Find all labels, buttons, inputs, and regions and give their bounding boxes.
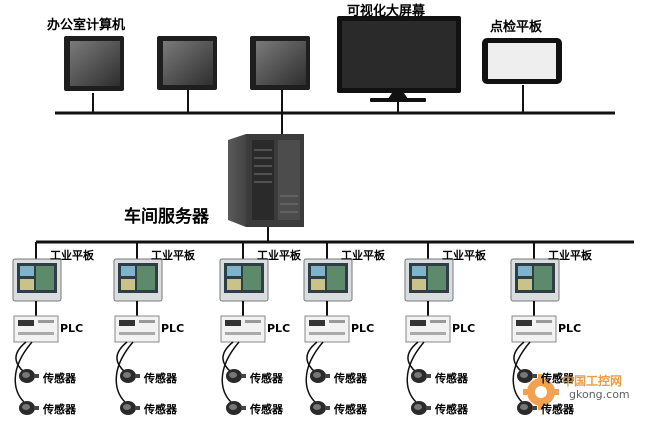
plc-label: PLC xyxy=(267,322,291,335)
industrial-tablet-label: 工业平板 xyxy=(341,249,385,262)
sensor-icon xyxy=(517,369,537,383)
plc-unit xyxy=(220,315,266,343)
sensor-label: 传感器 xyxy=(144,403,177,416)
plc-label: PLC xyxy=(452,322,476,335)
sensor-icon xyxy=(411,369,431,383)
inspection-tablet xyxy=(482,38,562,84)
field-node-5 xyxy=(404,242,454,415)
sensor-icon xyxy=(120,401,140,415)
sensor-label: 传感器 xyxy=(334,372,367,385)
plc-unit xyxy=(304,315,350,343)
plc-label: PLC xyxy=(558,322,582,335)
sensor-icon xyxy=(310,369,330,383)
plc-label: PLC xyxy=(60,322,84,335)
plc-unit xyxy=(114,315,160,343)
industrial-tablet xyxy=(510,258,560,302)
sensor-icon xyxy=(226,369,246,383)
sensor-label: 传感器 xyxy=(250,403,283,416)
server-label: 车间服务器 xyxy=(124,207,209,227)
plc-label: PLC xyxy=(351,322,375,335)
workshop-server xyxy=(228,134,304,227)
industrial-tablet-label: 工业平板 xyxy=(548,249,592,262)
field-node-4 xyxy=(303,242,353,415)
office-computer-2 xyxy=(157,36,217,90)
industrial-tablet xyxy=(303,258,353,302)
sensor-icon xyxy=(120,369,140,383)
watermark-logo xyxy=(523,374,559,410)
sensor-icon xyxy=(19,369,39,383)
sensor-label: 传感器 xyxy=(144,372,177,385)
sensor-icon xyxy=(19,401,39,415)
industrial-tablet-label: 工业平板 xyxy=(151,249,195,262)
industrial-tablet xyxy=(113,258,163,302)
watermark-domain: gkong.com xyxy=(569,388,630,401)
big-screen-label: 可视化大屏幕 xyxy=(347,4,426,19)
sensor-label: 传感器 xyxy=(541,403,574,416)
industrial-tablet xyxy=(219,258,269,302)
watermark-site: 中国工控网 xyxy=(562,374,623,388)
sensor-label: 传感器 xyxy=(435,372,468,385)
big-screen-display xyxy=(337,16,461,102)
plc-label: PLC xyxy=(161,322,185,335)
sensor-label: 传感器 xyxy=(541,372,574,385)
industrial-tablet-label: 工业平板 xyxy=(50,249,94,262)
sensor-icon xyxy=(310,401,330,415)
plc-unit xyxy=(405,315,451,343)
sensor-icon xyxy=(411,401,431,415)
field-node-2 xyxy=(113,242,163,415)
plc-unit xyxy=(511,315,557,343)
sensor-label: 传感器 xyxy=(250,372,283,385)
sensor-label: 传感器 xyxy=(43,372,76,385)
inspection-tablet-label: 点检平板 xyxy=(490,20,543,35)
industrial-tablet-label: 工业平板 xyxy=(257,249,301,262)
sensor-label: 传感器 xyxy=(435,403,468,416)
office-computer-label: 办公室计算机 xyxy=(47,18,126,33)
sensor-label: 传感器 xyxy=(334,403,367,416)
sensor-label: 传感器 xyxy=(43,403,76,416)
sensor-icon xyxy=(226,401,246,415)
sensor-icon xyxy=(517,401,537,415)
industrial-tablet xyxy=(404,258,454,302)
office-computer-3 xyxy=(250,36,310,90)
field-node-6 xyxy=(510,242,560,415)
plc-unit xyxy=(13,315,59,343)
office-computer-1 xyxy=(64,36,124,91)
industrial-tablet-label: 工业平板 xyxy=(442,249,486,262)
industrial-tablet xyxy=(12,258,62,302)
field-node-1 xyxy=(12,242,62,415)
field-node-3 xyxy=(219,242,269,415)
